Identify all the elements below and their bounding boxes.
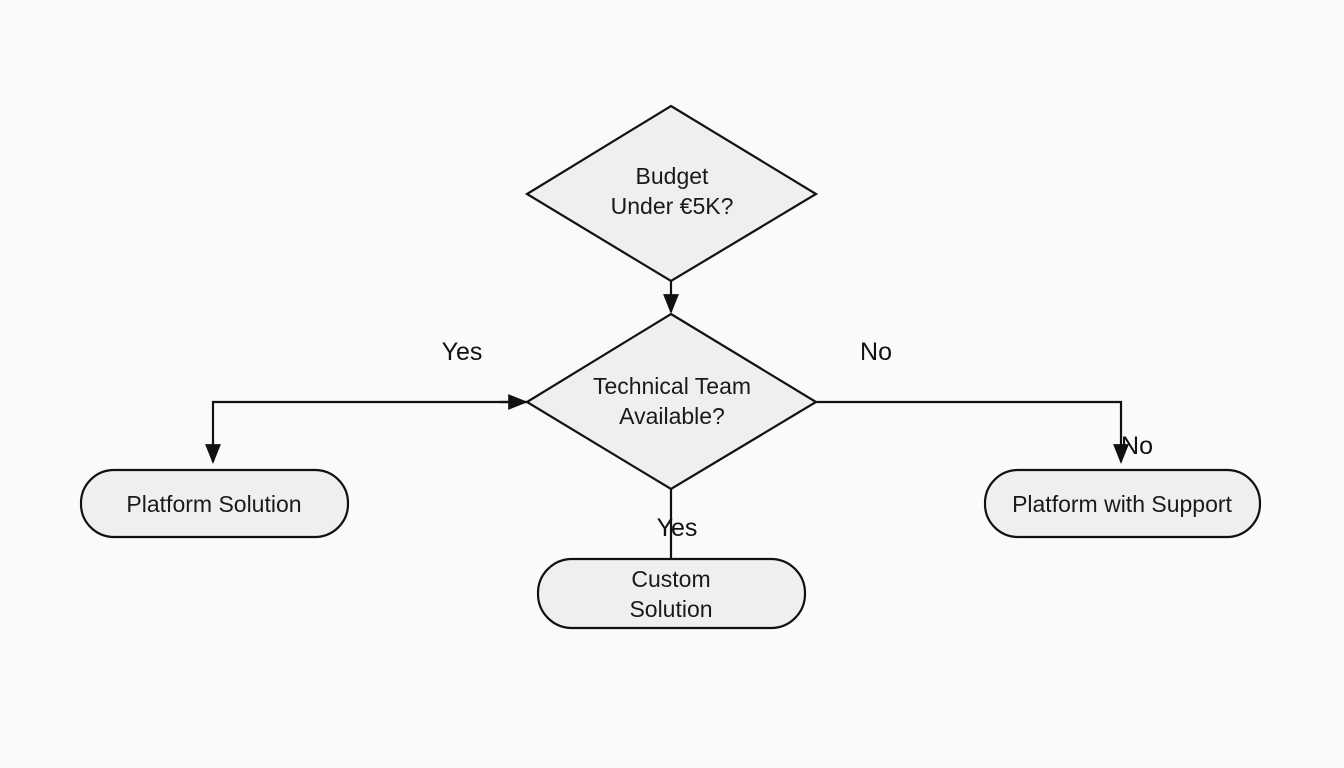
decision-technical-team-line1: Technical Team (593, 373, 751, 399)
edge-team-to-platform-with-support (816, 400, 1129, 464)
terminal-platform-with-support: Platform with Support (983, 468, 1262, 539)
terminal-platform-solution: Platform Solution (79, 468, 350, 539)
terminal-platform-with-support-shape (983, 468, 1262, 539)
decision-technical-team-line2: Available? (619, 403, 725, 429)
terminal-platform-solution-shape (79, 468, 350, 539)
decision-technical-team-shape (524, 312, 819, 491)
edge-label-yes-left: Yes (442, 338, 483, 366)
decision-budget-line1: Budget (636, 163, 710, 189)
edge-team-to-platform-solution (205, 400, 527, 464)
decision-budget-shape (524, 104, 819, 283)
decision-budget-line2: Under €5K? (611, 193, 734, 219)
terminal-platform-solution-label: Platform Solution (126, 491, 301, 517)
terminal-custom-solution-line2: Solution (629, 596, 712, 622)
terminal-custom-solution-shape (536, 557, 807, 630)
edges (205, 281, 1129, 558)
decision-budget: Budget Under €5K? (524, 104, 819, 283)
edge-label-no-right-lower: No (1121, 432, 1153, 460)
edge-label-yes-bottom: Yes (657, 514, 698, 542)
terminal-custom-solution-line1: Custom (631, 566, 710, 592)
terminal-platform-with-support-label: Platform with Support (1012, 491, 1232, 517)
edge-label-no-right: No (860, 338, 892, 366)
terminal-custom-solution: Custom Solution (536, 557, 807, 630)
decision-technical-team: Technical Team Available? (524, 312, 819, 491)
